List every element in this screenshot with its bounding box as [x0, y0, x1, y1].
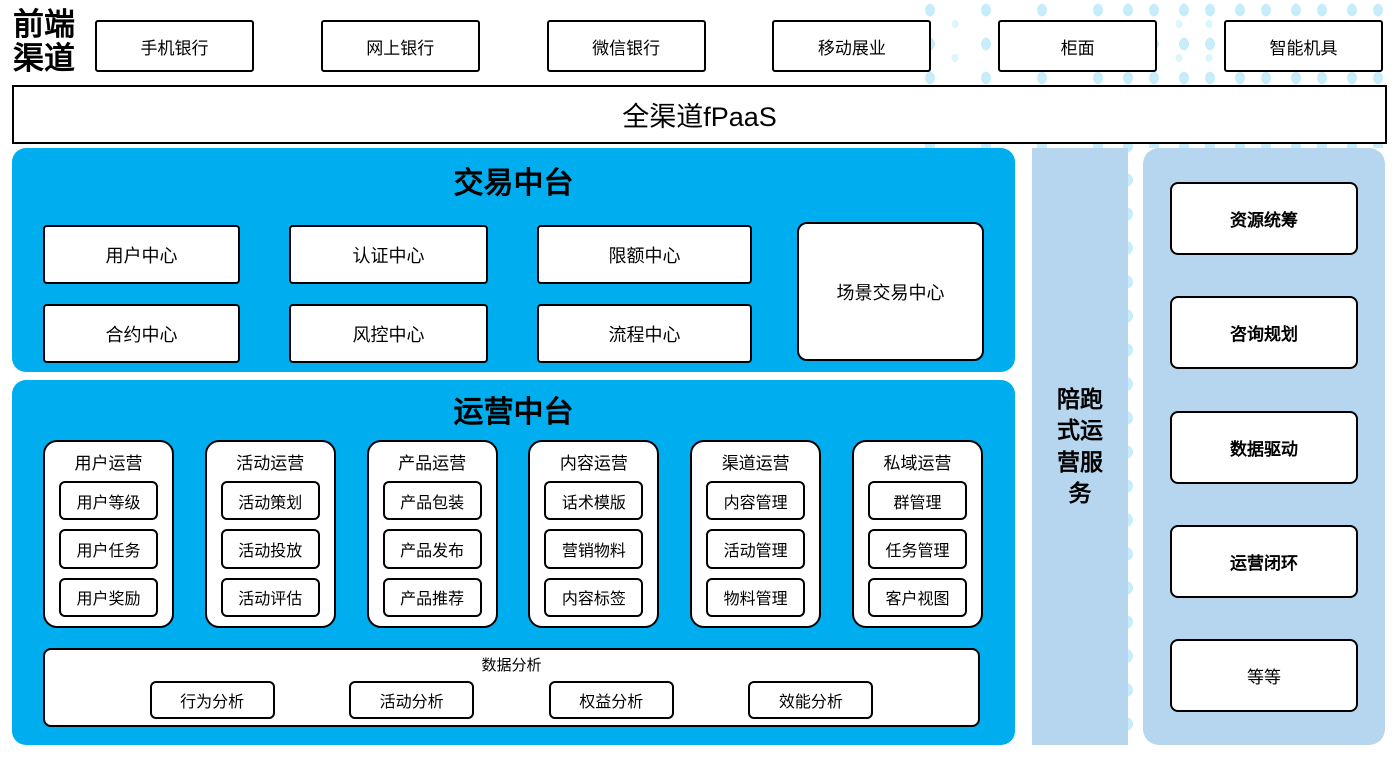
ops-col-content: 内容运营 话术模版 营销物料 内容标签	[528, 440, 660, 628]
ops-item: 用户奖励	[59, 577, 158, 617]
service-box-data-driven: 数据驱动	[1170, 410, 1358, 484]
center-box-auth: 认证中心	[289, 225, 488, 284]
front-channels-label: 前端渠道	[13, 7, 75, 77]
center-box-limit: 限额中心	[537, 225, 752, 284]
ops-item: 任务管理	[867, 529, 967, 569]
trade-centers-grid: 用户中心 认证中心 限额中心 合约中心 风控中心 流程中心	[43, 225, 752, 363]
center-box-contract: 合约中心	[43, 304, 240, 363]
ops-platform-title: 运营中台	[453, 396, 574, 429]
front-channels-row: 手机银行 网上银行 微信银行 移动展业 柜面 智能机具	[95, 20, 1383, 72]
ops-item: 活动管理	[706, 529, 806, 569]
ops-columns: 用户运营 用户等级 用户任务 用户奖励 活动运营 活动策划 活动投放 活动评估 …	[43, 440, 983, 628]
ops-item: 话术模版	[544, 481, 644, 521]
ops-item: 产品发布	[382, 529, 482, 569]
ops-item: 活动策划	[220, 481, 320, 521]
channel-box-counter: 柜面	[998, 20, 1158, 72]
trade-platform-panel: 交易中台 用户中心 认证中心 限额中心 合约中心 风控中心 流程中心 场景交易中…	[12, 148, 1015, 372]
data-item-efficiency: 效能分析	[748, 681, 874, 719]
ops-col-user: 用户运营 用户等级 用户任务 用户奖励	[43, 440, 174, 628]
ops-col-title: 渠道运营	[721, 454, 790, 473]
ops-item: 内容管理	[706, 481, 806, 521]
ops-col-private-domain: 私域运营 群管理 任务管理 客户视图	[851, 440, 983, 628]
data-analysis-title: 数据分析	[481, 657, 542, 674]
ops-col-title: 活动运营	[236, 454, 305, 473]
ops-col-title: 用户运营	[74, 454, 143, 473]
data-item-rights: 权益分析	[548, 681, 674, 719]
service-box-consulting: 咨询规划	[1170, 296, 1358, 370]
ops-col-title: 产品运营	[398, 454, 467, 473]
service-items-panel: 资源统筹 咨询规划 数据驱动 运营闭环 等等	[1143, 148, 1385, 745]
ops-item: 物料管理	[706, 577, 806, 617]
ops-item: 活动评估	[220, 577, 320, 617]
ops-item: 营销物料	[544, 529, 644, 569]
ops-col-channel: 渠道运营 内容管理 活动管理 物料管理	[690, 440, 822, 628]
trade-platform-title: 交易中台	[453, 167, 574, 200]
ops-item: 产品推荐	[382, 577, 482, 617]
ops-item: 产品包装	[382, 481, 482, 521]
data-analysis-items: 行为分析 活动分析 权益分析 效能分析	[45, 681, 978, 719]
ops-col-title: 私域运营	[883, 454, 952, 473]
service-box-resource: 资源统筹	[1170, 182, 1358, 255]
ops-col-product: 产品运营 产品包装 产品发布 产品推荐	[366, 440, 498, 628]
ops-item: 群管理	[867, 481, 967, 521]
data-item-behavior: 行为分析	[149, 681, 275, 719]
ops-item: 用户等级	[59, 481, 158, 521]
service-box-etc: 等等	[1170, 639, 1358, 712]
ops-item: 内容标签	[544, 577, 644, 617]
ops-item: 用户任务	[59, 529, 158, 569]
ops-col-title: 内容运营	[559, 454, 628, 473]
accompanying-ops-service-bar: 陪跑式运营服务	[1032, 148, 1128, 745]
data-item-activity: 活动分析	[349, 681, 475, 719]
data-analysis-box: 数据分析 行为分析 活动分析 权益分析 效能分析	[43, 648, 980, 727]
ops-item: 客户视图	[867, 577, 967, 617]
fpaas-bar: 全渠道fPaaS	[12, 85, 1387, 144]
center-box-process: 流程中心	[537, 304, 752, 363]
channel-box-online-banking: 网上银行	[320, 20, 480, 72]
channel-box-smart-devices: 智能机具	[1223, 20, 1383, 72]
channel-box-mobile-banking: 手机银行	[95, 20, 254, 72]
channel-box-mobile-outreach: 移动展业	[772, 20, 932, 72]
ops-item: 活动投放	[220, 529, 320, 569]
service-box-ops-loop: 运营闭环	[1170, 524, 1358, 598]
ops-platform-panel: 运营中台 用户运营 用户等级 用户任务 用户奖励 活动运营 活动策划 活动投放 …	[12, 380, 1015, 745]
accompanying-ops-service-label: 陪跑式运营服务	[1057, 386, 1103, 506]
channel-box-wechat-banking: 微信银行	[546, 20, 706, 72]
center-box-risk: 风控中心	[289, 304, 488, 363]
ops-col-activity: 活动运营 活动策划 活动投放 活动评估	[204, 440, 336, 628]
center-box-scene-trade: 场景交易中心	[797, 222, 984, 361]
center-box-user: 用户中心	[43, 225, 240, 284]
